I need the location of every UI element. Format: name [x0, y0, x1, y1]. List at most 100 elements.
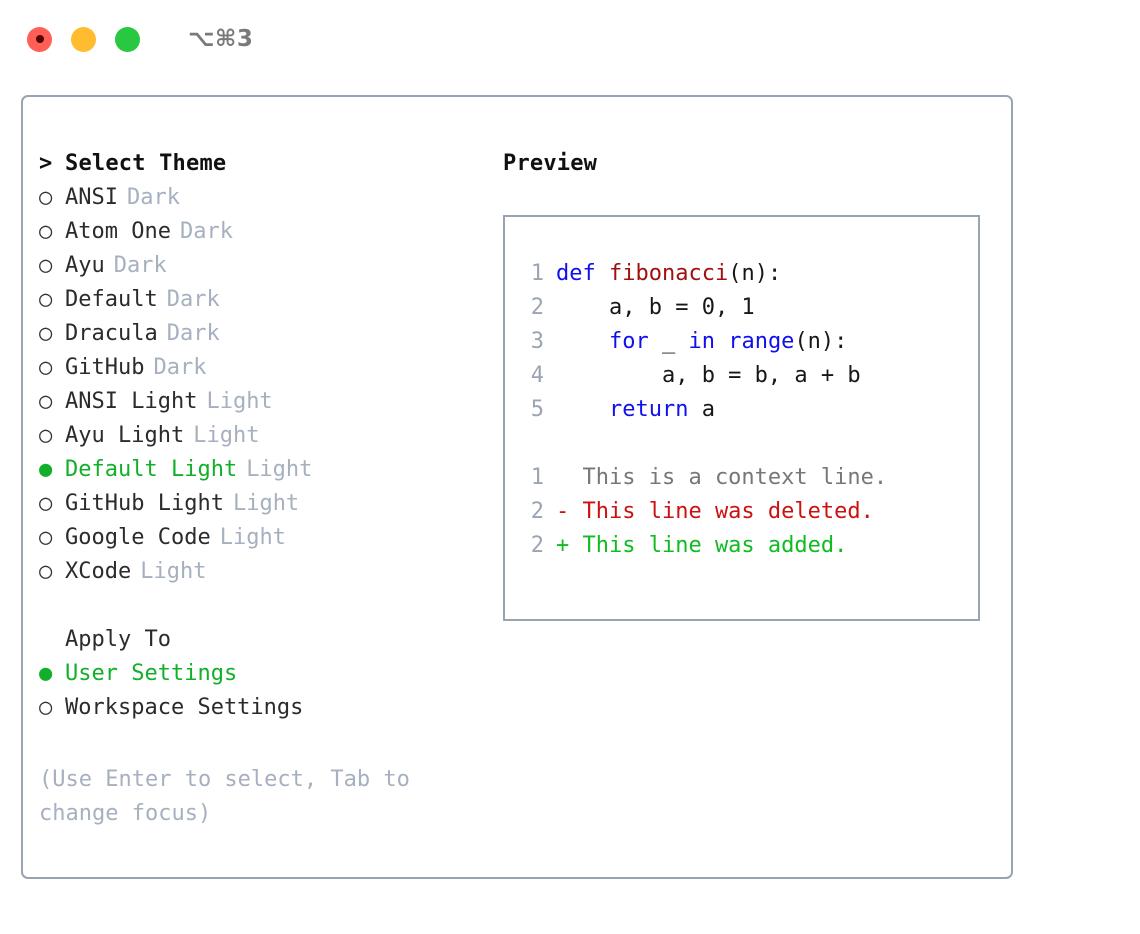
code-token: fibonacci: [608, 261, 729, 286]
theme-list-item[interactable]: ○ GitHub Light Light: [39, 487, 489, 521]
theme-name: Dracula: [65, 321, 158, 346]
code-line: 4 a, b = b, a + b: [518, 359, 974, 393]
theme-list-item[interactable]: ○ ANSI Dark: [39, 181, 489, 215]
theme-name: Ayu Light: [65, 423, 185, 448]
theme-name: Google Code: [65, 525, 211, 550]
diff-line: 1 This is a context line.: [518, 461, 974, 495]
code-diff-spacer: [518, 427, 974, 461]
theme-name: GitHub Light: [65, 491, 224, 516]
code-token: a, b = 0, 1: [556, 295, 755, 320]
theme-name: Default Light: [65, 457, 238, 482]
code-token: return: [556, 397, 702, 422]
theme-variant-badge: Dark: [179, 219, 233, 244]
code-line-text: a, b = b, a + b: [556, 359, 861, 393]
radio-unselected-icon[interactable]: ○: [39, 491, 53, 516]
window-title: ⌥⌘3: [188, 26, 254, 52]
minimize-button-icon[interactable]: [71, 26, 96, 52]
theme-variant-badge: Dark: [126, 185, 180, 210]
code-line-text: return a: [556, 393, 715, 427]
code-token: in range: [688, 329, 795, 354]
apply-to-option[interactable]: ○ Workspace Settings: [39, 691, 489, 725]
radio-unselected-icon[interactable]: ○: [39, 525, 53, 550]
theme-variant-badge: Dark: [113, 253, 167, 278]
theme-list-item[interactable]: ○ Google Code Light: [39, 521, 489, 555]
theme-variant-badge: Dark: [166, 321, 220, 346]
keyboard-hint-text: (Use Enter to select, Tab to change focu…: [39, 767, 410, 826]
code-token: _: [661, 329, 689, 354]
theme-name: Default: [65, 287, 158, 312]
theme-name: Atom One: [65, 219, 171, 244]
theme-list-item[interactable]: ● Default Light Light: [39, 453, 489, 487]
code-line-text: a, b = 0, 1: [556, 291, 755, 325]
theme-list-item[interactable]: ○ Atom One Dark: [39, 215, 489, 249]
code-token: for: [556, 329, 662, 354]
theme-name: ANSI: [65, 185, 118, 210]
radio-unselected-icon[interactable]: ○: [39, 355, 53, 380]
radio-unselected-icon[interactable]: ○: [39, 219, 53, 244]
apply-to-option-label: Workspace Settings: [65, 695, 304, 720]
radio-unselected-icon[interactable]: ○: [39, 185, 53, 210]
code-line: 3 for _ in range(n):: [518, 325, 974, 359]
code-token: a: [701, 397, 715, 422]
theme-name: Ayu: [65, 253, 105, 278]
select-theme-label: Select Theme: [65, 151, 227, 176]
theme-variant-badge: Dark: [166, 287, 220, 312]
code-line-number: 2: [530, 295, 544, 320]
theme-variant-badge: Light: [193, 423, 260, 448]
maximize-button-icon[interactable]: [115, 26, 140, 52]
code-token: a, b = b, a + b: [556, 363, 861, 388]
diff-line-text: - This line was deleted.: [556, 499, 874, 524]
theme-variant-badge: Light: [219, 525, 286, 550]
diff-line-number: 2: [530, 499, 544, 524]
diff-line: 2+ This line was added.: [518, 529, 974, 563]
theme-list-item[interactable]: ○ Ayu Dark: [39, 249, 489, 283]
theme-list-item[interactable]: ○ Ayu Light Light: [39, 419, 489, 453]
radio-unselected-icon[interactable]: ○: [39, 559, 53, 584]
radio-unselected-icon[interactable]: ○: [39, 423, 53, 448]
diff-line: 2 - This line was deleted.: [518, 495, 974, 529]
code-line-number: 4: [530, 363, 544, 388]
code-line: 5 return a: [518, 393, 974, 427]
diff-line-text: This is a context line.: [556, 465, 888, 490]
radio-unselected-icon[interactable]: ○: [39, 389, 53, 414]
apply-to-option[interactable]: ●User Settings: [39, 657, 489, 691]
code-line: 2 a, b = 0, 1: [518, 291, 974, 325]
radio-selected-icon[interactable]: ●: [39, 661, 53, 686]
code-token: (n):: [728, 261, 782, 286]
radio-unselected-icon[interactable]: ○: [39, 253, 53, 278]
window-titlebar: ⌥⌘3: [0, 0, 1140, 78]
theme-variant-badge: Dark: [153, 355, 207, 380]
apply-to-heading: Apply To: [39, 623, 489, 657]
traffic-lights: [27, 26, 140, 52]
radio-unselected-icon[interactable]: ○: [39, 695, 53, 720]
code-line-text: def fibonacci(n):: [556, 257, 781, 291]
diff-sample: 1 This is a context line. 2 - This line wa…: [518, 461, 974, 563]
apply-to-label: Apply To: [65, 627, 171, 652]
preview-title: Preview: [503, 151, 598, 176]
theme-name: XCode: [65, 559, 132, 584]
radio-unselected-icon[interactable]: ○: [39, 321, 53, 346]
theme-list-item[interactable]: ○ Dracula Dark: [39, 317, 489, 351]
close-button-icon[interactable]: [27, 26, 52, 52]
code-token: def: [556, 261, 609, 286]
caret-icon: >: [39, 151, 53, 176]
diff-line-number: 1: [530, 465, 544, 490]
theme-variant-badge: Light: [206, 389, 273, 414]
theme-variant-badge: Light: [246, 457, 313, 482]
diff-line-text: + This line was added.: [556, 533, 848, 558]
radio-selected-icon[interactable]: ●: [39, 457, 53, 482]
list-spacer: [39, 589, 489, 623]
theme-variant-badge: Light: [232, 491, 300, 516]
radio-unselected-icon[interactable]: ○: [39, 287, 53, 312]
theme-list-item[interactable]: ○ Default Dark: [39, 283, 489, 317]
